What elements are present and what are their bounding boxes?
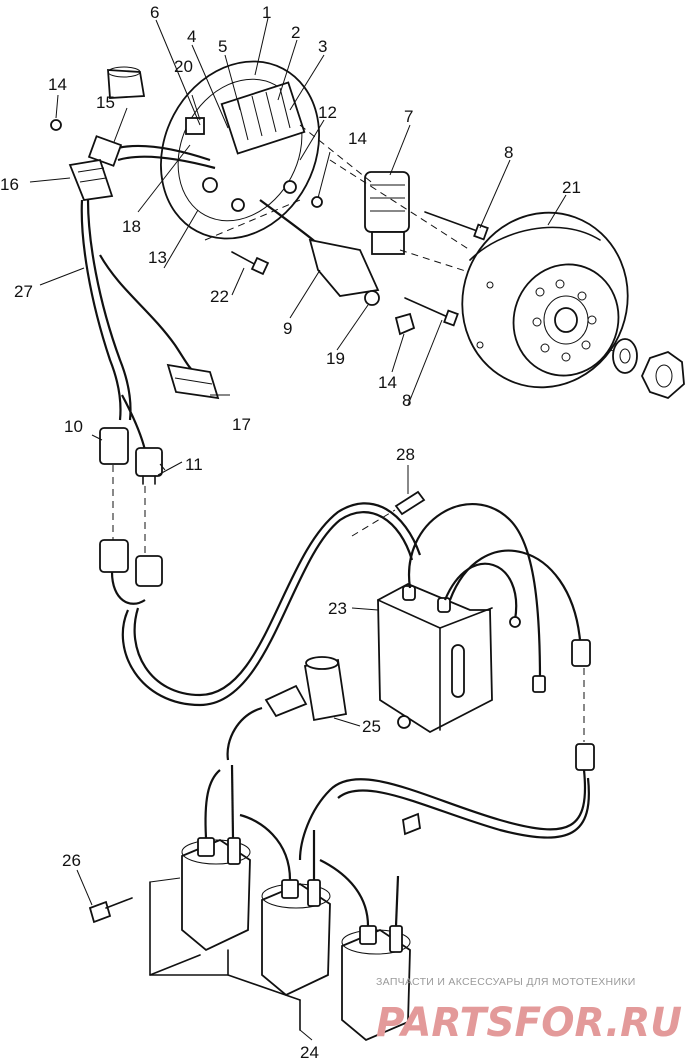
cdi-wire-terminal (509, 616, 595, 771)
callout-27: 27 (14, 282, 33, 301)
cdi-wire-1 (407, 502, 542, 681)
pickup-7 (364, 171, 410, 255)
clip (402, 812, 421, 836)
cdi-to-coils-wire (298, 769, 587, 861)
callout-16: 16 (0, 175, 19, 194)
callout-18: 18 (122, 217, 141, 236)
callout-12: 12 (318, 103, 337, 122)
callout-4: 4 (187, 27, 196, 46)
callout-14-mid: 14 (348, 129, 367, 148)
loop-wire-left-inner (133, 502, 422, 697)
callout-10: 10 (64, 417, 83, 436)
coil-leads (204, 706, 400, 927)
connector-15-16 (68, 135, 123, 201)
callout-14-lower: 14 (378, 373, 397, 392)
leader-lines (29, 17, 567, 1041)
flywheel-nut (641, 351, 685, 400)
grommet-top (107, 66, 146, 99)
connector-10 (99, 427, 129, 465)
callout-26: 26 (62, 851, 81, 870)
cdi-wire-2 (443, 562, 518, 621)
screw-22 (231, 251, 270, 276)
ignition-coil-1 (181, 837, 251, 952)
nut-14-mid (311, 196, 323, 208)
flywheel-21 (461, 211, 629, 389)
callout-21: 21 (562, 178, 581, 197)
callout-9: 9 (283, 319, 292, 338)
washer (612, 338, 638, 374)
ignition-coil-2 (261, 879, 331, 997)
loop-wire-left (121, 511, 414, 707)
callout-24: 24 (300, 1043, 319, 1062)
nut-14-lower (394, 312, 416, 336)
callout-8-upper: 8 (504, 143, 513, 162)
callout-15: 15 (96, 93, 115, 112)
mating-connectors (99, 465, 163, 605)
ignition-coil-3 (341, 925, 411, 1042)
cdi-box-23 (377, 583, 493, 734)
callout-1: 1 (262, 3, 271, 22)
callout-8-lower: 8 (402, 391, 411, 410)
callout-19: 19 (326, 349, 345, 368)
callout-28: 28 (396, 445, 415, 464)
stator-assembly (109, 60, 341, 269)
watermark-brand: PARTSFOR.RU (376, 1000, 682, 1046)
screw-14-top (50, 119, 62, 131)
callout-23: 23 (328, 599, 347, 618)
callout-7: 7 (404, 107, 413, 126)
plug-cap-25 (264, 656, 411, 729)
terminal-28 (394, 490, 426, 516)
callout-labels: 1 2 3 4 5 6 7 8 8 9 10 11 12 13 14 14 14… (0, 3, 581, 1062)
connector-11 (135, 447, 163, 485)
callout-5: 5 (218, 37, 227, 56)
callout-6: 6 (150, 3, 159, 22)
callout-22: 22 (210, 287, 229, 306)
watermark: ЗАПЧАСТИ И АКСЕССУАРЫ ДЛЯ МОТОТЕХНИКИ PA… (376, 976, 682, 1046)
bolt-8-lower (404, 297, 459, 327)
callout-3: 3 (318, 37, 327, 56)
cdi-to-coils-wire-2 (337, 777, 590, 839)
callout-17: 17 (232, 415, 251, 434)
screw-26 (88, 897, 133, 924)
callout-13: 13 (148, 248, 167, 267)
cdi-wire-3 (448, 549, 582, 641)
callout-20: 20 (174, 57, 193, 76)
watermark-tagline: ЗАПЧАСТИ И АКСЕССУАРЫ ДЛЯ МОТОТЕХНИКИ (376, 976, 636, 988)
bracket-9 (308, 238, 380, 306)
connector-17 (166, 363, 220, 400)
callout-11: 11 (185, 455, 203, 474)
callout-14-top: 14 (48, 75, 67, 94)
callout-2: 2 (291, 23, 300, 42)
bolt-8-upper (424, 211, 489, 241)
harness-27 (80, 199, 196, 451)
coil-bracket (149, 877, 301, 1031)
callout-25: 25 (362, 717, 381, 736)
